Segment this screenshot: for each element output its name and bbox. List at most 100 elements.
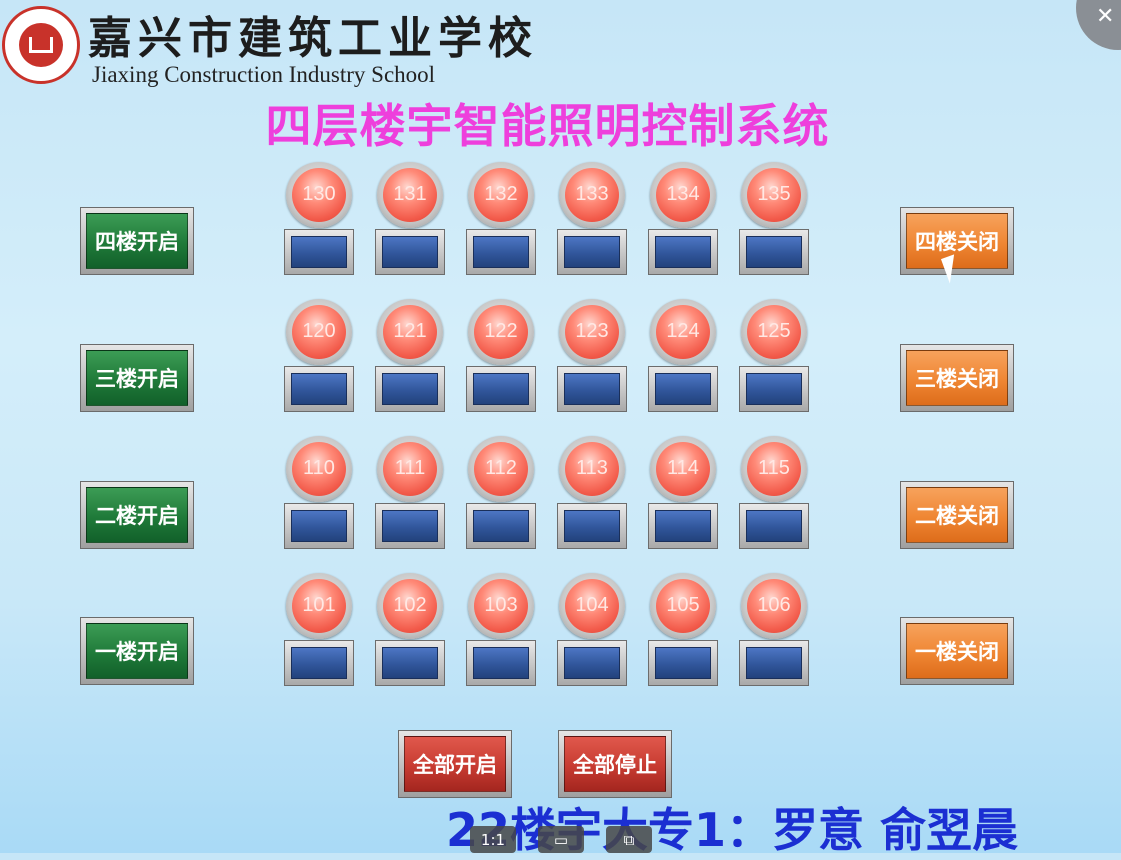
lamp-label: 121 xyxy=(393,320,427,342)
lamp-cell: 103 xyxy=(466,571,557,708)
lamp-icon: 101 xyxy=(286,573,352,639)
lamp-switch[interactable] xyxy=(284,366,354,412)
lamp-switch[interactable] xyxy=(284,503,354,549)
lamp-cell: 105 xyxy=(648,571,739,708)
lamp-switch[interactable] xyxy=(557,640,627,686)
lamp-cell: 110 xyxy=(284,434,375,571)
lamp-switch[interactable] xyxy=(739,640,809,686)
lamp-icon: 120 xyxy=(286,299,352,365)
lamp-icon: 105 xyxy=(650,573,716,639)
pip-button[interactable]: ⧉ xyxy=(606,826,652,853)
lamp-icon: 130 xyxy=(286,162,352,228)
actual-size-button[interactable]: 1:1 xyxy=(470,826,516,853)
school-name-en: Jiaxing Construction Industry School xyxy=(92,62,436,87)
floor4-off-button[interactable]: 四楼关闭 xyxy=(900,207,1014,275)
lamp-label: 110 xyxy=(303,457,335,479)
lamp-cell: 112 xyxy=(466,434,557,571)
lamp-cell: 114 xyxy=(648,434,739,571)
lamp-switch[interactable] xyxy=(648,366,718,412)
lamp-icon: 123 xyxy=(559,299,625,365)
close-button[interactable]: ✕ xyxy=(1076,0,1121,50)
lamp-cell: 124 xyxy=(648,297,739,434)
lamp-switch[interactable] xyxy=(466,229,536,275)
floor4-off-label: 四楼关闭 xyxy=(906,213,1008,269)
floor3-off-button[interactable]: 三楼关闭 xyxy=(900,344,1014,412)
lamp-label: 123 xyxy=(575,320,609,342)
floor3-on-button[interactable]: 三楼开启 xyxy=(80,344,194,412)
lamp-cell: 111 xyxy=(375,434,466,571)
lamp-cell: 133 xyxy=(557,160,648,297)
lamp-label: 112 xyxy=(485,457,517,479)
lamp-icon: 135 xyxy=(741,162,807,228)
lamp-icon: 114 xyxy=(650,436,716,502)
lamp-cell: 106 xyxy=(739,571,830,708)
lamp-switch[interactable] xyxy=(557,503,627,549)
lamp-icon: 132 xyxy=(468,162,534,228)
fit-screen-icon: ▭ xyxy=(553,830,569,849)
fit-screen-button[interactable]: ▭ xyxy=(538,826,584,853)
lamp-cell: 125 xyxy=(739,297,830,434)
lamp-cell: 131 xyxy=(375,160,466,297)
lamp-cell: 102 xyxy=(375,571,466,708)
lamp-icon: 103 xyxy=(468,573,534,639)
lamp-switch[interactable] xyxy=(739,229,809,275)
lamp-label: 120 xyxy=(302,320,336,342)
lamp-cell: 104 xyxy=(557,571,648,708)
floor3-off-label: 三楼关闭 xyxy=(906,350,1008,406)
lamp-cell: 130 xyxy=(284,160,375,297)
lamp-cell: 121 xyxy=(375,297,466,434)
all-on-button[interactable]: 全部开启 xyxy=(398,730,512,798)
all-stop-button[interactable]: 全部停止 xyxy=(558,730,672,798)
lamp-label: 132 xyxy=(484,183,518,205)
lamp-label: 101 xyxy=(302,594,336,616)
floor2-on-label: 二楼开启 xyxy=(86,487,188,543)
lamp-switch[interactable] xyxy=(557,366,627,412)
floor1-off-button[interactable]: 一楼关闭 xyxy=(900,617,1014,685)
lamp-label: 105 xyxy=(666,594,700,616)
lamp-switch[interactable] xyxy=(648,503,718,549)
lamp-switch[interactable] xyxy=(739,366,809,412)
page-title: 四层楼宇智能照明控制系统 xyxy=(265,99,830,153)
lamp-switch[interactable] xyxy=(466,366,536,412)
lamp-icon: 133 xyxy=(559,162,625,228)
lamp-icon: 131 xyxy=(377,162,443,228)
lamp-cell: 123 xyxy=(557,297,648,434)
lamp-switch[interactable] xyxy=(466,640,536,686)
floor4-on-label: 四楼开启 xyxy=(86,213,188,269)
lamp-switch[interactable] xyxy=(739,503,809,549)
lamp-cell: 120 xyxy=(284,297,375,434)
floor2-off-label: 二楼关闭 xyxy=(906,487,1008,543)
lamp-switch[interactable] xyxy=(557,229,627,275)
lamp-switch[interactable] xyxy=(648,640,718,686)
floor2-on-button[interactable]: 二楼开启 xyxy=(80,481,194,549)
lamp-label: 102 xyxy=(393,594,427,616)
floor4-on-button[interactable]: 四楼开启 xyxy=(80,207,194,275)
lamp-switch[interactable] xyxy=(375,640,445,686)
lamp-label: 114 xyxy=(667,457,699,479)
lamp-label: 134 xyxy=(666,183,700,205)
lamp-label: 124 xyxy=(666,320,700,342)
lamp-icon: 104 xyxy=(559,573,625,639)
school-logo xyxy=(2,6,80,84)
lamp-cell: 122 xyxy=(466,297,557,434)
floor1-on-button[interactable]: 一楼开启 xyxy=(80,617,194,685)
lamp-icon: 112 xyxy=(468,436,534,502)
lamp-label: 133 xyxy=(575,183,609,205)
floor2-off-button[interactable]: 二楼关闭 xyxy=(900,481,1014,549)
lamp-label: 115 xyxy=(758,457,790,479)
lamp-switch[interactable] xyxy=(466,503,536,549)
lamp-label: 103 xyxy=(484,594,518,616)
lamp-icon: 121 xyxy=(377,299,443,365)
lamp-switch[interactable] xyxy=(375,503,445,549)
lamp-cell: 115 xyxy=(739,434,830,571)
lamp-cell: 113 xyxy=(557,434,648,571)
lamp-switch[interactable] xyxy=(284,640,354,686)
lamp-switch[interactable] xyxy=(648,229,718,275)
lamp-icon: 106 xyxy=(741,573,807,639)
lamp-label: 131 xyxy=(393,183,427,205)
lamp-switch[interactable] xyxy=(375,229,445,275)
lamp-switch[interactable] xyxy=(375,366,445,412)
lamp-icon: 110 xyxy=(286,436,352,502)
all-on-label: 全部开启 xyxy=(404,736,506,792)
lamp-switch[interactable] xyxy=(284,229,354,275)
